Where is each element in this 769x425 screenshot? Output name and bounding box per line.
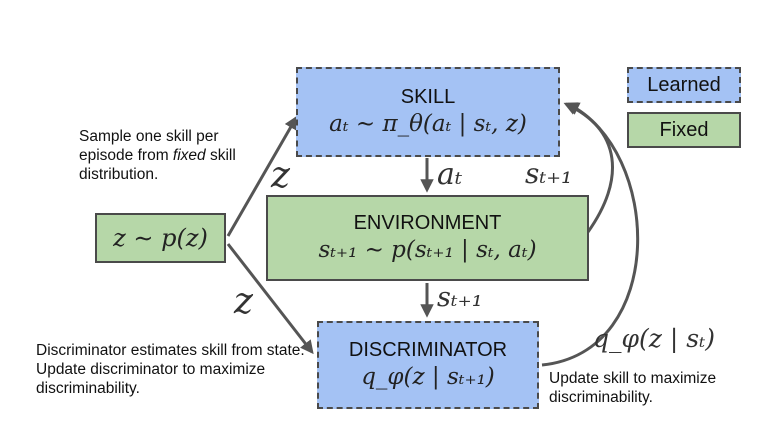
skill-prior-box: z ∼ p(z)	[95, 213, 226, 263]
environment-dynamics-equation: sₜ₊₁ ∼ p(sₜ₊₁ | sₜ, aₜ)	[318, 237, 537, 263]
note-update-skill: Update skill to maximize discriminabilit…	[549, 369, 755, 407]
skill-box: SKILL aₜ ∼ π_θ(aₜ | sₜ, z)	[296, 67, 560, 157]
arrow-prior-to-skill	[226, 115, 298, 237]
legend-fixed-label: Fixed	[659, 118, 709, 141]
discriminator-box: DISCRIMINATOR q_φ(z | sₜ₊₁)	[317, 321, 539, 409]
note-sample-skill-emph: fixed	[172, 147, 206, 164]
environment-title: ENVIRONMENT	[353, 212, 502, 234]
note-update-skill-text: Update skill to maximize discriminabilit…	[549, 370, 717, 406]
edge-label-action: aₜ	[437, 157, 463, 192]
note-sample-skill-prefix: Sample one skill per episode from	[79, 128, 219, 164]
skill-title: SKILL	[400, 86, 456, 108]
skill-policy-equation: aₜ ∼ π_θ(aₜ | sₜ, z)	[329, 111, 527, 137]
legend-fixed: Fixed	[627, 112, 741, 148]
discriminator-title: DISCRIMINATOR	[348, 339, 508, 361]
environment-box: ENVIRONMENT sₜ₊₁ ∼ p(sₜ₊₁ | sₜ, aₜ)	[266, 195, 589, 281]
edge-label-reward: q_φ(z | sₜ)	[593, 324, 715, 353]
discriminator-equation: q_φ(z | sₜ₊₁)	[361, 364, 495, 390]
arrow-prior-to-discriminator	[226, 243, 314, 355]
skill-prior-equation: z ∼ p(z)	[113, 224, 208, 252]
edge-label-next-state-to-discriminator: sₜ₊₁	[437, 282, 483, 313]
note-sample-skill: Sample one skill per episode from fixed …	[79, 127, 264, 184]
note-discriminator-text: Discriminator estimates skill from state…	[36, 342, 305, 397]
edge-label-next-state-to-skill: sₜ₊₁	[525, 157, 573, 190]
arrow-discriminator-to-skill	[541, 102, 640, 367]
note-sample-skill-suffix: skill distribution.	[79, 147, 236, 183]
note-discriminator: Discriminator estimates skill from state…	[36, 341, 320, 398]
edge-label-z-lower: z	[234, 281, 253, 322]
legend-learned-label: Learned	[647, 73, 721, 96]
legend-learned: Learned	[627, 67, 741, 103]
edge-label-z-upper: z	[271, 155, 290, 196]
